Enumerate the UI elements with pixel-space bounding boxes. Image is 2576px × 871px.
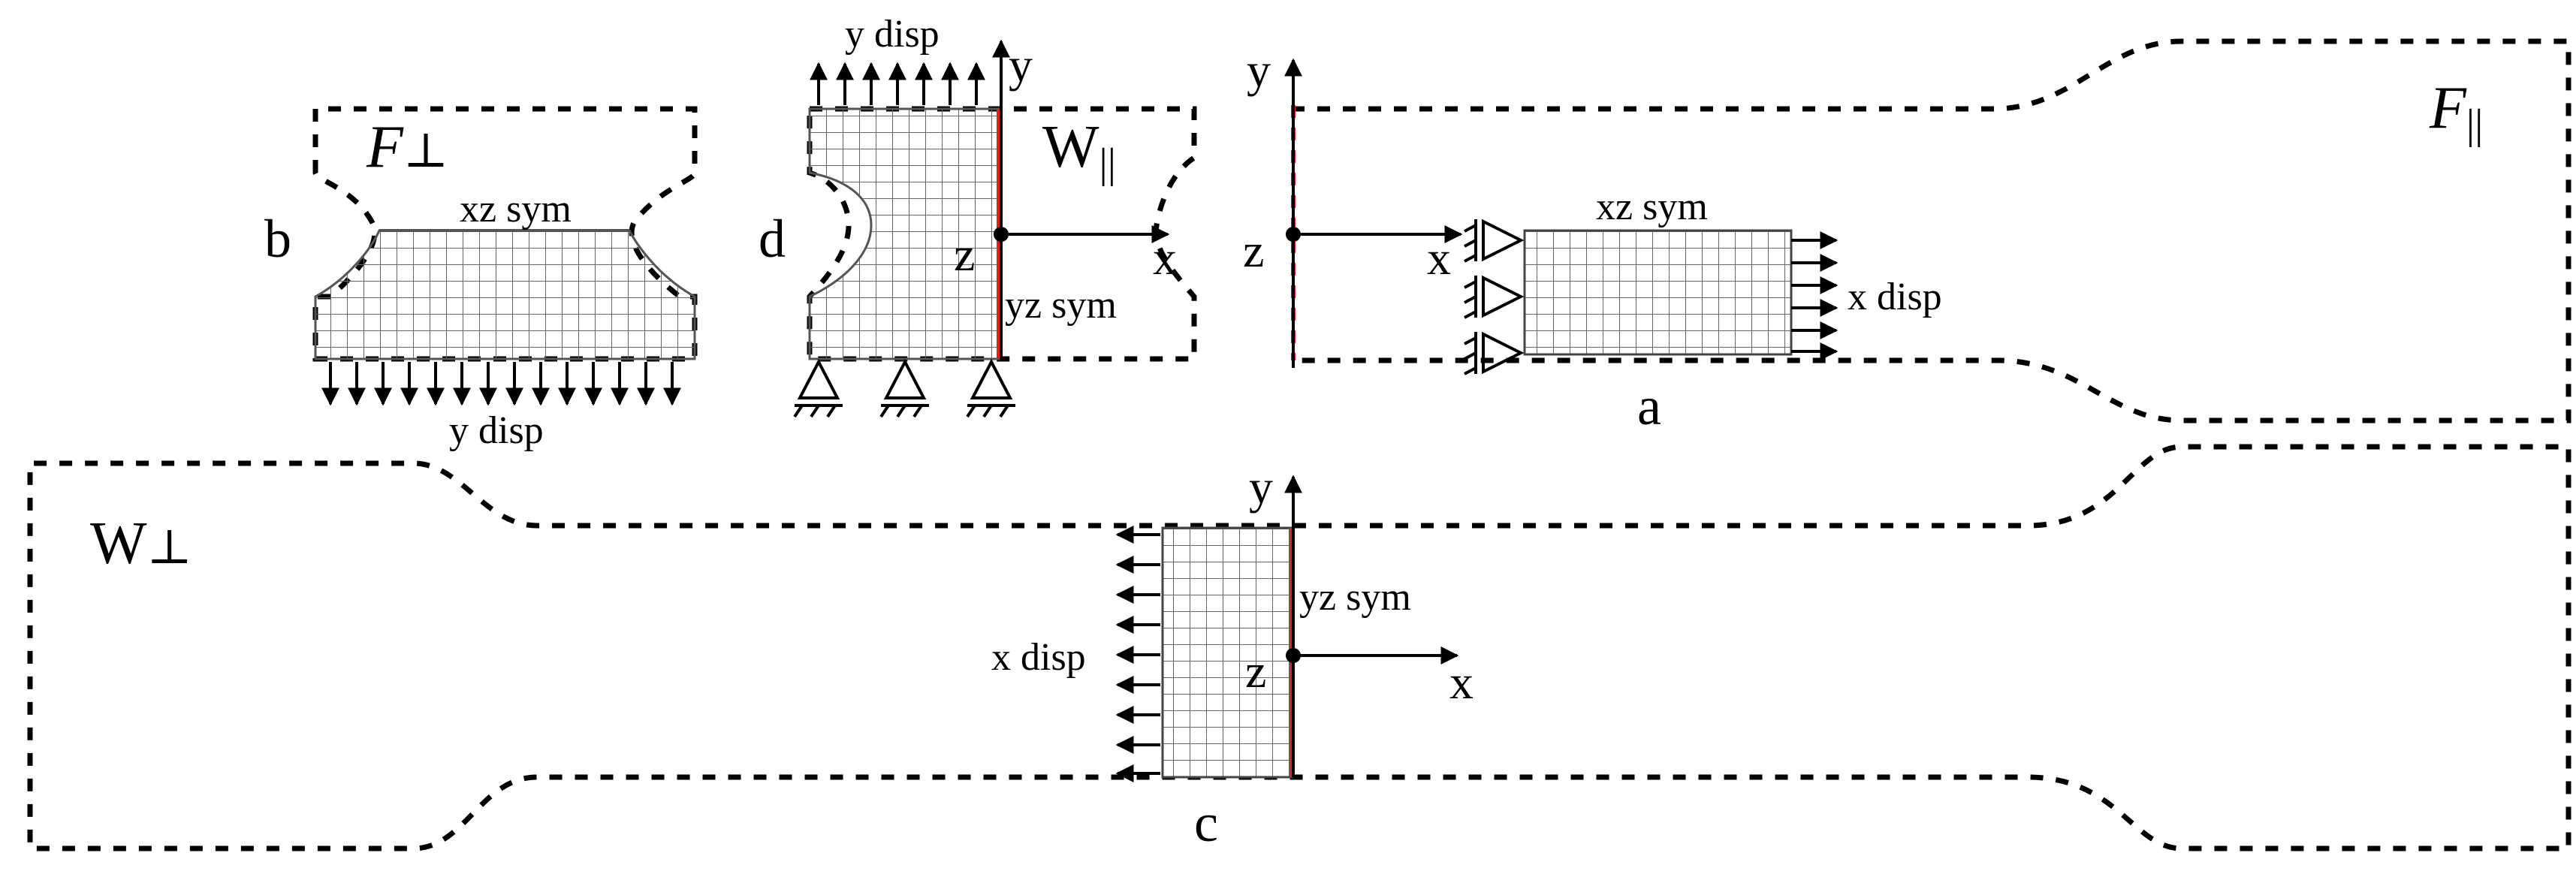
disp-arrows-c xyxy=(1115,526,1160,782)
panel-label-c: c xyxy=(1194,793,1218,853)
sym-label-a: xz sym xyxy=(1596,185,1708,228)
disp-label-d: y disp xyxy=(845,13,940,56)
specimen-label-b-sub: ⊥ xyxy=(403,124,448,177)
panel-label-d: d xyxy=(759,209,786,269)
axis-label-x-c: x xyxy=(1449,656,1474,709)
sym-label-b: xz sym xyxy=(460,188,572,231)
axis-label-y-a: y xyxy=(1247,44,1271,97)
axis-label-y-c: y xyxy=(1249,460,1273,514)
specimen-a-axes xyxy=(1284,58,1463,368)
mesh-b xyxy=(314,229,696,360)
axis-label-z-a: z xyxy=(1243,224,1264,277)
mesh-d xyxy=(808,107,1000,360)
panel-label-a: a xyxy=(1637,376,1661,436)
specimen-c-outline xyxy=(27,444,2571,851)
specimen-label-b-name: F⊥ xyxy=(366,114,448,180)
specimen-label-d-name: W|| xyxy=(1042,114,1116,187)
roller-supports-a xyxy=(1464,219,1525,375)
disp-arrows-d xyxy=(810,62,985,105)
specimen-d-axes xyxy=(992,39,1170,359)
specimen-label-a-name: F|| xyxy=(2429,75,2483,148)
specimen-label-a-sub: || xyxy=(2466,101,2483,148)
disp-arrows-b xyxy=(321,362,681,406)
disp-label-a: x disp xyxy=(1848,276,1942,318)
axis-label-z-c: z xyxy=(1245,644,1266,698)
pin-supports-d xyxy=(793,358,1015,418)
sym-label-d: yz sym xyxy=(1005,284,1117,327)
specimen-d-outline xyxy=(807,106,1197,362)
axis-label-x-a: x xyxy=(1427,231,1451,285)
disp-arrows-a xyxy=(1791,231,1838,360)
specimen-label-c-sub: ⊥ xyxy=(147,520,192,574)
specimen-label-d-sub: || xyxy=(1099,140,1116,187)
sym-label-c: yz sym xyxy=(1299,576,1411,619)
specimen-label-c-name: W⊥ xyxy=(90,511,192,577)
axis-label-z-d: z xyxy=(954,228,975,281)
disp-label-c: x disp xyxy=(991,636,1086,679)
specimen-c-axes xyxy=(1284,475,1459,777)
axis-label-y-d: y xyxy=(1009,38,1033,92)
disp-label-b: y disp xyxy=(449,409,544,452)
specimen-a-outline xyxy=(1292,38,2571,423)
axis-label-x-d: x xyxy=(1153,231,1177,285)
panel-label-b: b xyxy=(264,209,291,269)
